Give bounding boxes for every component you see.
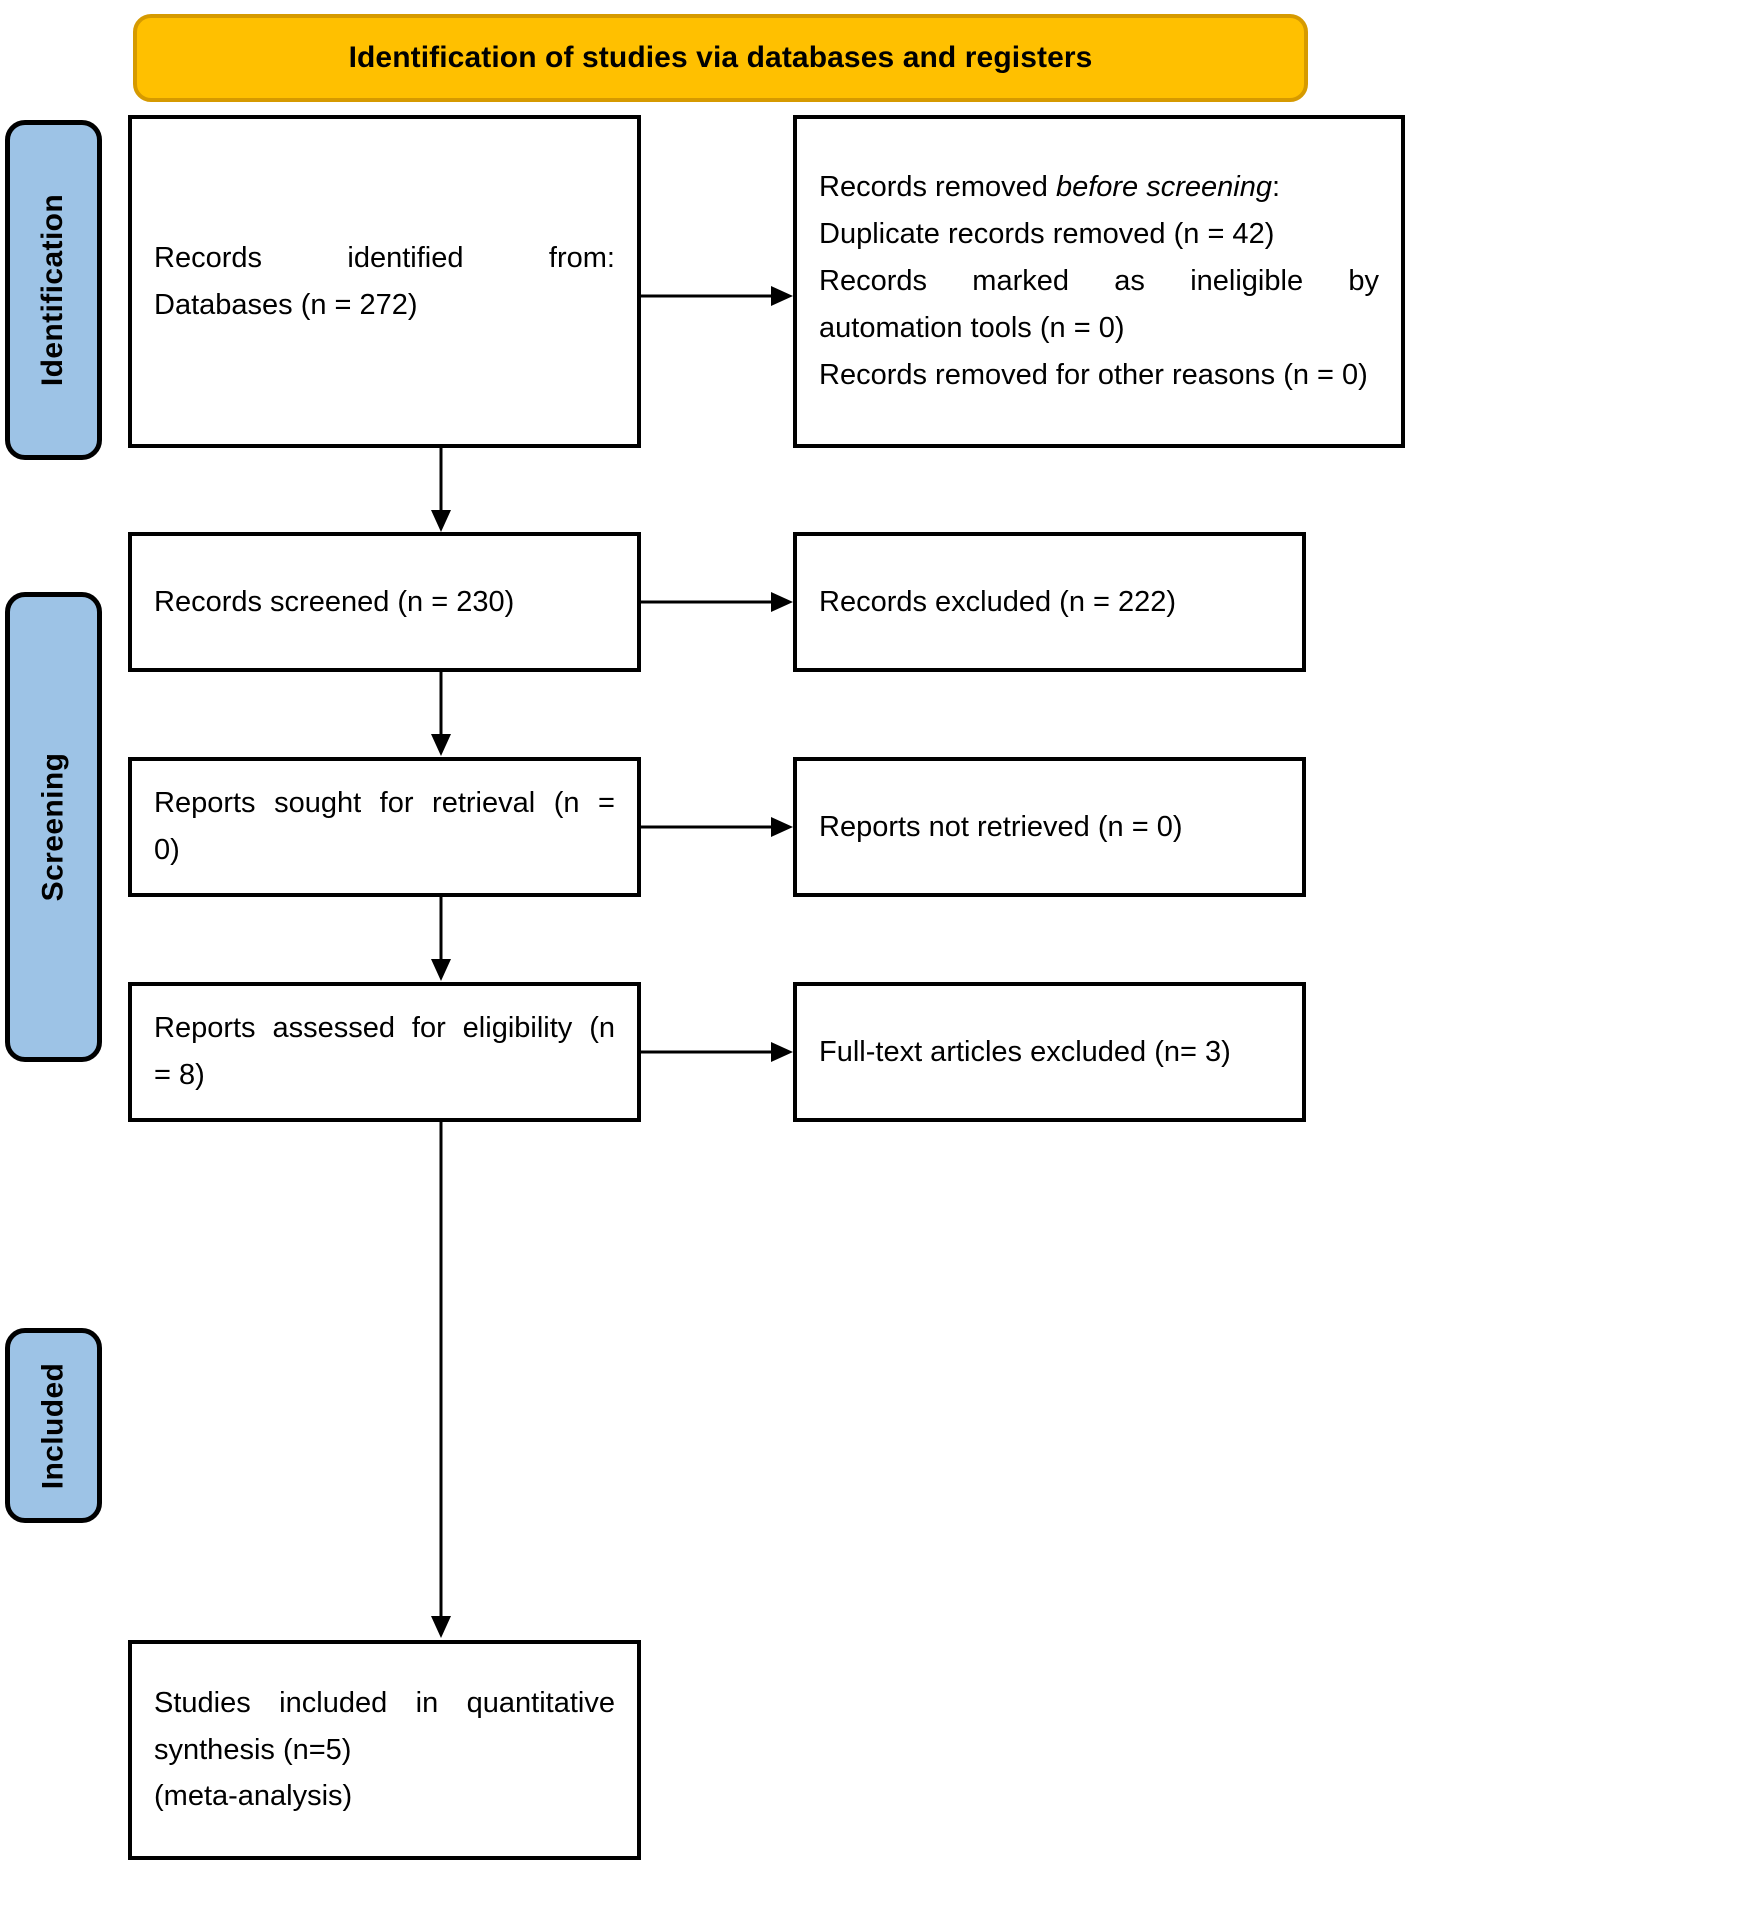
box-reports-not-retrieved: Reports not retrieved (n = 0) xyxy=(793,757,1306,897)
studies-included-line1: Studies included in quantitative xyxy=(154,1686,615,1719)
arrow-screened-to-excluded xyxy=(641,591,797,613)
box-reports-sought-for-retrieval: Reports sought for retrieval (n = 0) xyxy=(128,757,641,897)
records-removed-line2: Duplicate records removed (n = 42) xyxy=(819,218,1275,251)
box-reports-assessed-for-eligibility: Reports assessed for eligibility (n = 8) xyxy=(128,982,641,1122)
stage-label-screening-text: Screening xyxy=(36,752,70,902)
reports-assessed-line1: Reports assessed for eligibility (n xyxy=(154,1012,615,1045)
box-records-screened: Records screened (n = 230) xyxy=(128,532,641,672)
records-removed-line3: Records marked as ineligible by xyxy=(819,265,1379,298)
box-studies-included: Studies included in quantitative synthes… xyxy=(128,1640,641,1860)
diagram-header-banner: Identification of studies via databases … xyxy=(133,14,1308,102)
banner-title: Identification of studies via databases … xyxy=(348,41,1093,74)
records-removed-line5: Records removed for other reasons (n = 0… xyxy=(819,358,1368,391)
studies-included-line2: synthesis (n=5) xyxy=(154,1733,352,1766)
arrow-assessed-to-included xyxy=(429,1122,453,1642)
reports-assessed-line2: = 8) xyxy=(154,1059,205,1091)
arrow-assessed-to-fulltext-excluded xyxy=(641,1041,797,1063)
box-records-identified: Records identified from: Databases (n = … xyxy=(128,115,641,448)
records-removed-line1-emphasis: before screening xyxy=(1055,171,1272,204)
arrow-sought-to-assessed xyxy=(429,897,453,983)
box-records-excluded: Records excluded (n = 222) xyxy=(793,532,1306,672)
records-identified-line1: Records identified from: xyxy=(154,241,615,274)
stage-label-identification-text: Identification xyxy=(36,193,70,387)
studies-included-line3: (meta-analysis) xyxy=(154,1780,353,1813)
fulltext-excluded-text: Full-text articles excluded (n= 3) xyxy=(819,1035,1231,1068)
reports-sought-line1: Reports sought for retrieval (n = xyxy=(154,787,615,820)
box-records-removed-before-screening: Records removed before screening: Duplic… xyxy=(793,115,1405,448)
records-removed-line1-a: Records removed xyxy=(819,171,1056,204)
arrow-identified-to-removed xyxy=(641,285,797,307)
stage-label-included-text: Included xyxy=(36,1362,70,1489)
records-excluded-text: Records excluded (n = 222) xyxy=(819,585,1177,618)
records-screened-text: Records screened (n = 230) xyxy=(154,585,515,618)
records-removed-line1: Records removed before screening: xyxy=(819,164,1379,211)
records-removed-line1-b: : xyxy=(1271,171,1281,204)
reports-not-retrieved-text: Reports not retrieved (n = 0) xyxy=(819,810,1183,843)
arrow-sought-to-not-retrieved xyxy=(641,816,797,838)
box-fulltext-articles-excluded: Full-text articles excluded (n= 3) xyxy=(793,982,1306,1122)
records-removed-line4: automation tools (n = 0) xyxy=(819,311,1125,344)
stage-label-screening: Screening xyxy=(5,592,102,1062)
arrow-identified-to-screened xyxy=(429,448,453,534)
stage-label-identification: Identification xyxy=(5,120,102,460)
reports-sought-line2: 0) xyxy=(154,834,180,866)
records-identified-line2: Databases (n = 272) xyxy=(154,288,418,321)
stage-label-included: Included xyxy=(5,1328,102,1523)
arrow-screened-to-sought xyxy=(429,672,453,758)
